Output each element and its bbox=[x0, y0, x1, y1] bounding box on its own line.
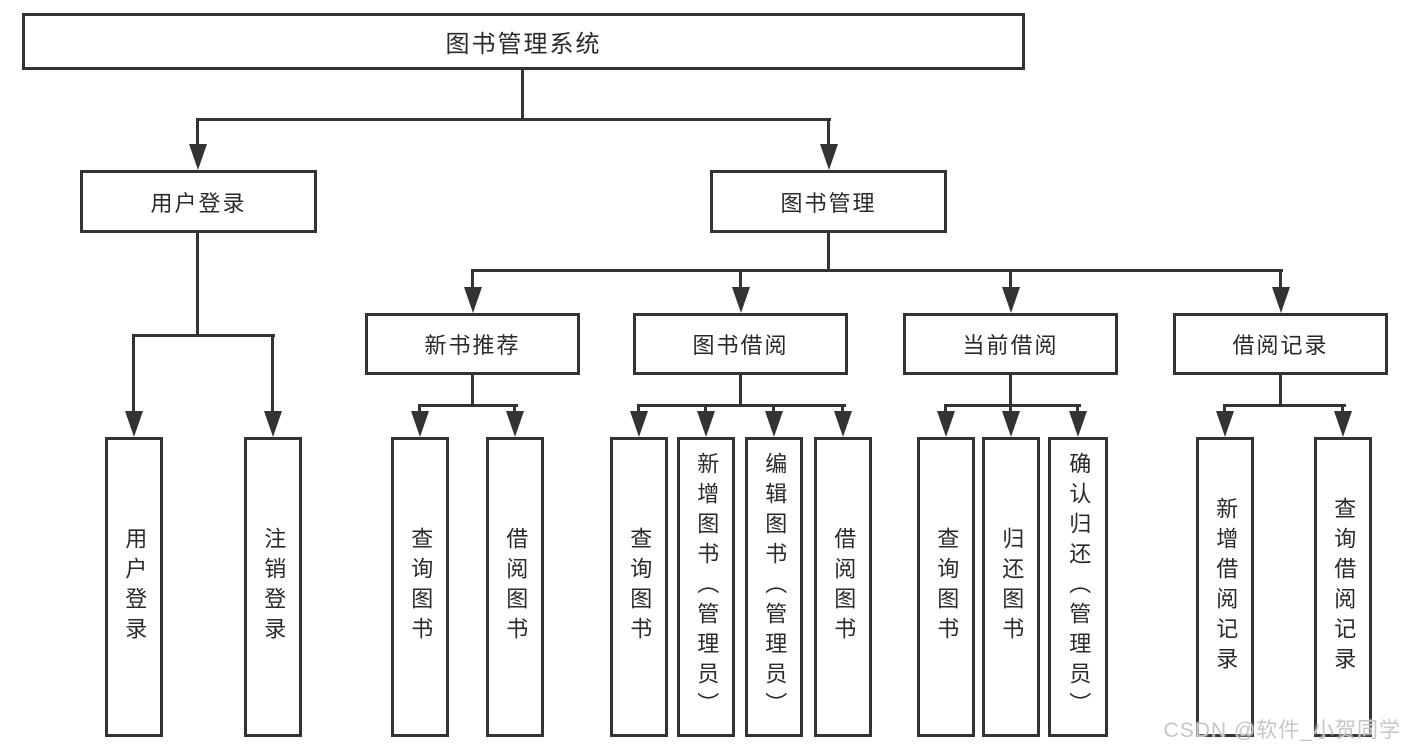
connector-line-h bbox=[196, 118, 831, 121]
connector-line-v bbox=[196, 118, 199, 148]
arrow-down-icon bbox=[264, 411, 282, 437]
leaf-borrow-book-1: 借阅图书 bbox=[486, 437, 544, 737]
node-borrow-record: 借阅记录 bbox=[1173, 313, 1388, 375]
connector-line-h bbox=[1223, 404, 1346, 407]
connector-line-v bbox=[1076, 404, 1079, 416]
leaf-query-borrow-record: 查询借阅记录 bbox=[1314, 437, 1372, 737]
arrow-down-icon bbox=[1002, 411, 1020, 437]
node-label: 注销登录 bbox=[261, 527, 287, 647]
connector-line-h bbox=[418, 404, 518, 407]
leaf-query-book-3: 查询图书 bbox=[917, 437, 975, 737]
node-label: 新书推荐 bbox=[424, 333, 521, 358]
arrow-down-icon bbox=[937, 411, 955, 437]
node-label: 归还图书 bbox=[999, 527, 1025, 647]
node-label: 用户登录 bbox=[150, 190, 247, 216]
connector-line-v bbox=[637, 404, 640, 416]
arrow-down-icon bbox=[1002, 287, 1020, 313]
node-book-management: 图书管理 bbox=[710, 170, 947, 233]
node-current-borrow: 当前借阅 bbox=[903, 313, 1118, 375]
node-label: 用户登录 bbox=[122, 527, 148, 647]
node-label: 查询借阅记录 bbox=[1331, 497, 1357, 677]
node-label: 借阅图书 bbox=[503, 527, 529, 647]
connector-line-v bbox=[471, 269, 474, 291]
node-label: 借阅记录 bbox=[1232, 333, 1329, 358]
arrow-down-icon bbox=[464, 287, 482, 313]
connector-line-v bbox=[1009, 375, 1012, 407]
node-label: 当前借阅 bbox=[962, 333, 1059, 358]
leaf-logout: 注销登录 bbox=[244, 437, 302, 737]
connector-line-h bbox=[637, 404, 846, 407]
arrow-down-icon bbox=[189, 144, 207, 170]
arrow-down-icon bbox=[125, 411, 143, 437]
arrow-down-icon bbox=[506, 411, 524, 437]
connector-line-v bbox=[521, 70, 524, 120]
arrow-down-icon bbox=[411, 411, 429, 437]
arrow-down-icon bbox=[834, 411, 852, 437]
leaf-user-login: 用户登录 bbox=[105, 437, 163, 737]
arrow-down-icon bbox=[697, 411, 715, 437]
connector-line-v bbox=[841, 404, 844, 416]
connector-line-h bbox=[944, 404, 1081, 407]
connector-line-v bbox=[1009, 269, 1012, 291]
connector-line-v bbox=[196, 233, 199, 337]
arrow-down-icon bbox=[1334, 411, 1352, 437]
arrow-down-icon bbox=[1069, 411, 1087, 437]
node-label: 查询图书 bbox=[934, 527, 960, 647]
leaf-borrow-book-2: 借阅图书 bbox=[814, 437, 872, 737]
node-label: 新增借阅记录 bbox=[1213, 497, 1239, 677]
leaf-confirm-return-admin: 确认归还（管理员） bbox=[1048, 437, 1108, 737]
connector-line-v bbox=[739, 269, 742, 291]
connector-line-v bbox=[418, 404, 421, 416]
node-label: 借阅图书 bbox=[831, 527, 857, 647]
node-label: 查询图书 bbox=[408, 527, 434, 647]
connector-line-v bbox=[944, 404, 947, 416]
node-book-borrow: 图书借阅 bbox=[633, 313, 848, 375]
connector-line-v bbox=[827, 118, 830, 148]
leaf-query-book-1: 查询图书 bbox=[391, 437, 449, 737]
connector-line-v bbox=[739, 375, 742, 407]
arrow-down-icon bbox=[765, 411, 783, 437]
connector-line-v bbox=[1009, 404, 1012, 416]
leaf-query-book-2: 查询图书 bbox=[610, 437, 668, 737]
connector-line-v bbox=[471, 375, 474, 407]
node-label: 新增图书（管理员） bbox=[694, 452, 720, 722]
leaf-add-borrow-record: 新增借阅记录 bbox=[1196, 437, 1254, 737]
connector-line-v bbox=[1279, 269, 1282, 291]
node-new-book-recommend: 新书推荐 bbox=[365, 313, 580, 375]
arrow-down-icon bbox=[820, 144, 838, 170]
connector-line-v bbox=[772, 404, 775, 416]
watermark-text: CSDN @软件_小贺同学 bbox=[1163, 719, 1401, 742]
arrow-down-icon bbox=[630, 411, 648, 437]
connector-line-v bbox=[1279, 375, 1282, 407]
node-label: 查询图书 bbox=[627, 527, 653, 647]
connector-line-v bbox=[132, 334, 135, 416]
leaf-add-book-admin: 新增图书（管理员） bbox=[677, 437, 735, 737]
node-label: 编辑图书（管理员） bbox=[762, 452, 788, 722]
leaf-return-book: 归还图书 bbox=[982, 437, 1040, 737]
node-user-login: 用户登录 bbox=[80, 170, 317, 233]
connector-line-v bbox=[704, 404, 707, 416]
connector-line-v bbox=[827, 233, 830, 271]
node-label: 图书借阅 bbox=[692, 333, 789, 358]
leaf-edit-book-admin: 编辑图书（管理员） bbox=[745, 437, 803, 737]
arrow-down-icon bbox=[1272, 287, 1290, 313]
node-label: 确认归还（管理员） bbox=[1066, 452, 1092, 722]
connector-line-v bbox=[1341, 404, 1344, 416]
node-label: 图书管理系统 bbox=[445, 31, 602, 58]
arrow-down-icon bbox=[1216, 411, 1234, 437]
connector-line-h bbox=[132, 334, 275, 337]
connector-line-v bbox=[271, 334, 274, 416]
connector-line-h bbox=[471, 269, 1283, 272]
node-root-system: 图书管理系统 bbox=[22, 13, 1025, 70]
node-label: 图书管理 bbox=[780, 190, 877, 216]
connector-line-v bbox=[513, 404, 516, 416]
arrow-down-icon bbox=[732, 287, 750, 313]
connector-line-v bbox=[1223, 404, 1226, 416]
